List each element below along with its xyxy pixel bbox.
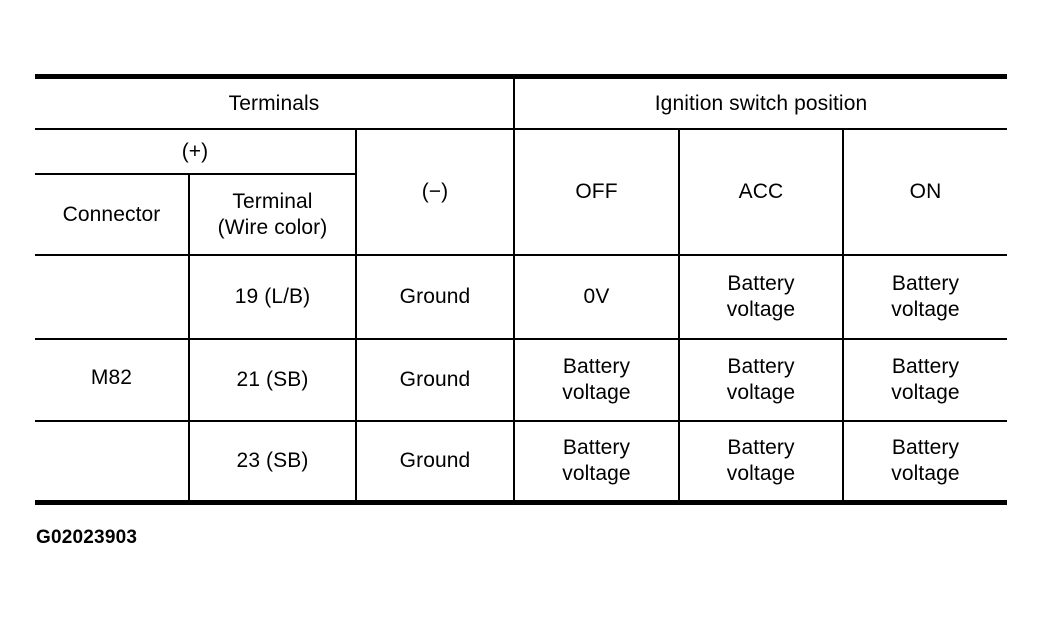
table-row: Battery voltage	[726, 272, 796, 321]
table-row: Battery voltage	[726, 355, 796, 404]
table-row: 0V	[583, 285, 610, 308]
header-negative: (−)	[421, 180, 449, 203]
header-position-off: OFF	[575, 180, 618, 203]
positive-header-bottom-rule	[35, 173, 355, 175]
figure-caption: G02023903	[36, 527, 138, 548]
terminal-voltage-table: Terminals Ignition switch position (+) C…	[35, 74, 1007, 505]
header-ignition-switch-position: Ignition switch position	[654, 91, 868, 115]
table-row: Battery voltage	[562, 436, 631, 485]
header-position-acc: ACC	[738, 180, 784, 203]
table-row: Ground	[399, 449, 471, 472]
acc-on-divider	[842, 128, 844, 505]
table-row: Ground	[399, 368, 471, 391]
table-row: Battery voltage	[891, 436, 960, 485]
table-top-border	[35, 74, 1007, 79]
header-positive: (+)	[181, 139, 209, 163]
row-divider-1	[35, 338, 1007, 340]
table-row: Battery voltage	[726, 436, 796, 485]
header-connector: Connector	[62, 202, 161, 226]
header-terminal-wire-color: Terminal (Wire color)	[217, 189, 328, 239]
off-acc-divider	[678, 128, 680, 505]
table-row: 21 (SB)	[236, 368, 309, 391]
table-row: 23 (SB)	[236, 449, 309, 472]
header-position-on: ON	[909, 180, 942, 203]
table-row: Battery voltage	[562, 355, 631, 404]
table-row: Battery voltage	[891, 355, 960, 404]
connector-terminal-divider	[188, 173, 190, 505]
table-row: Battery voltage	[891, 272, 960, 321]
terminals-ignition-divider	[513, 74, 515, 505]
table-row: 19 (L/B)	[234, 285, 311, 308]
cell-connector-m82: M82	[90, 366, 133, 389]
row-divider-2	[35, 420, 1007, 422]
group-header-bottom-rule	[35, 128, 1007, 130]
header-terminals: Terminals	[228, 91, 320, 115]
terminal-negative-divider	[355, 128, 357, 505]
header-block-bottom-rule	[35, 254, 1007, 256]
table-bottom-border	[35, 500, 1007, 505]
table-row: Ground	[399, 285, 471, 308]
